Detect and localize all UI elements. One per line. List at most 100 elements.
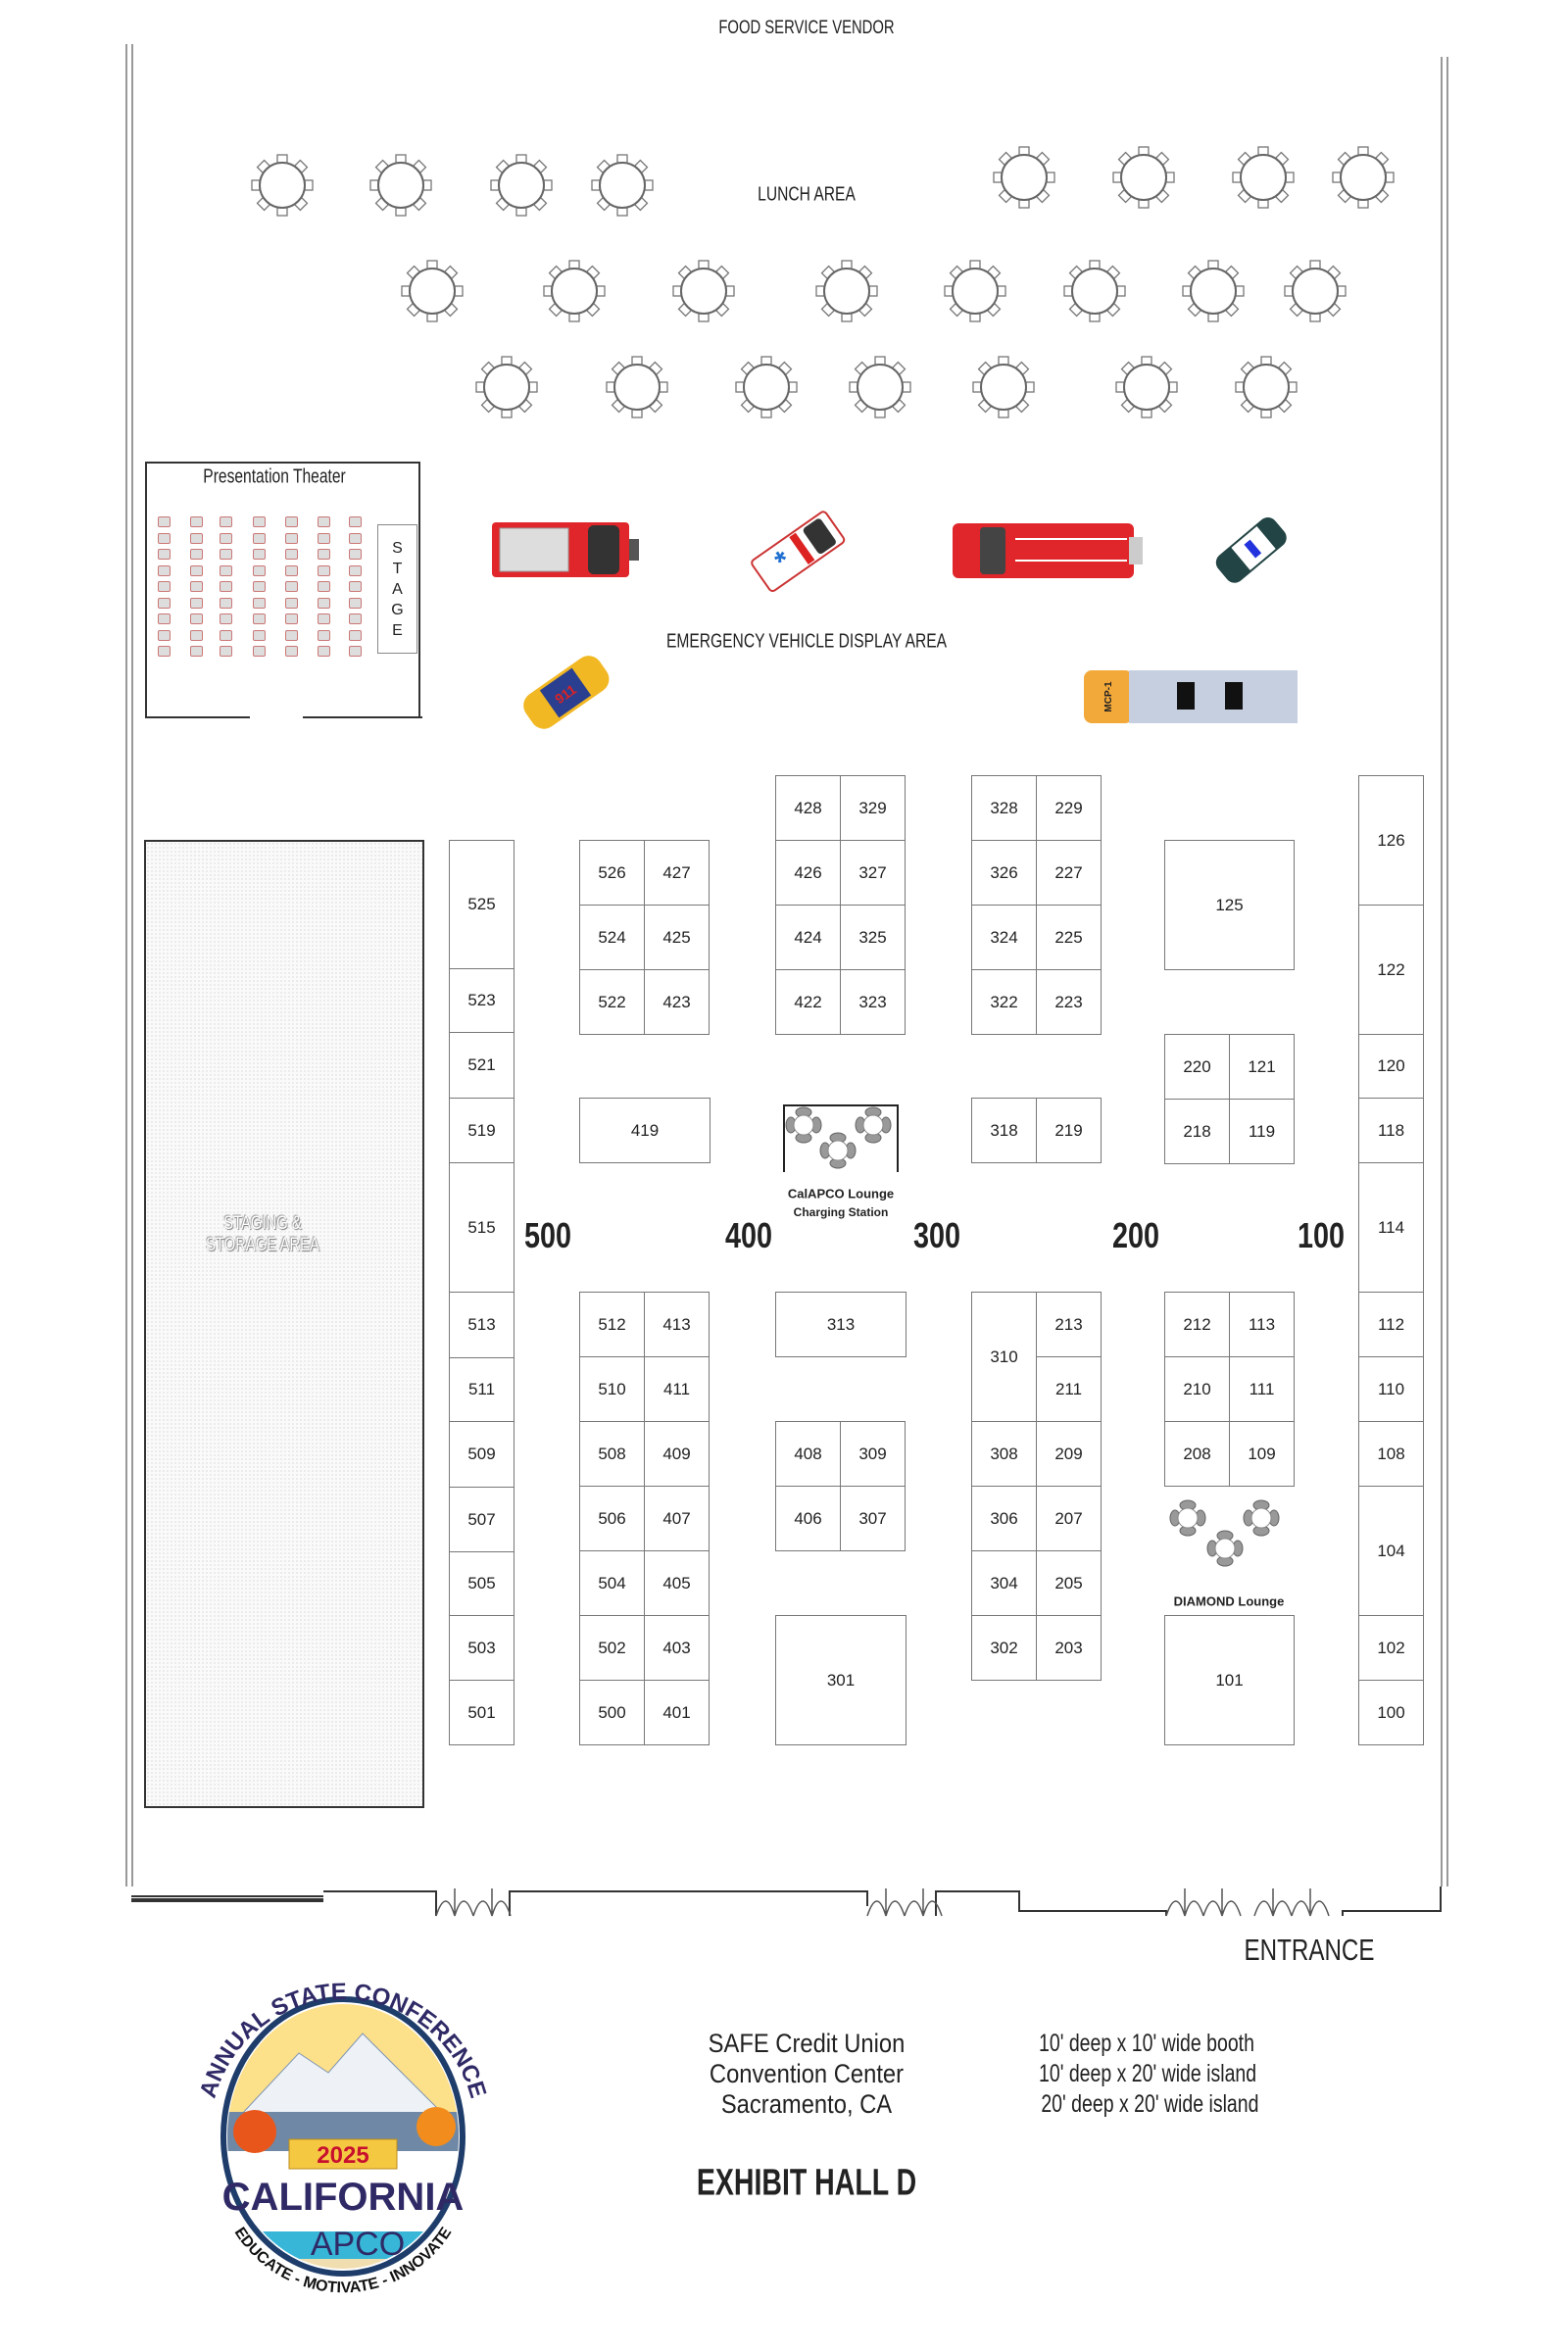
booth-number: 122 xyxy=(1377,959,1405,979)
booth-205[interactable]: 205 xyxy=(1036,1550,1102,1616)
booth-512[interactable]: 512 xyxy=(579,1292,645,1357)
booth-425[interactable]: 425 xyxy=(644,905,710,970)
booth-302[interactable]: 302 xyxy=(971,1615,1037,1681)
theater-seat xyxy=(220,629,232,641)
booth-327[interactable]: 327 xyxy=(840,840,906,906)
stage-letter: T xyxy=(392,560,403,577)
booth-207[interactable]: 207 xyxy=(1036,1486,1102,1551)
booth-424[interactable]: 424 xyxy=(775,905,841,970)
booth-500[interactable]: 500 xyxy=(579,1680,645,1745)
booth-524[interactable]: 524 xyxy=(579,905,645,970)
booth-208[interactable]: 208 xyxy=(1164,1421,1230,1487)
booth-419[interactable]: 419 xyxy=(579,1098,710,1163)
booth-407[interactable]: 407 xyxy=(644,1486,710,1551)
booth-118[interactable]: 118 xyxy=(1358,1098,1424,1163)
booth-102[interactable]: 102 xyxy=(1358,1615,1424,1681)
booth-104[interactable]: 104 xyxy=(1358,1486,1424,1616)
booth-423[interactable]: 423 xyxy=(644,969,710,1035)
booth-212[interactable]: 212 xyxy=(1164,1292,1230,1357)
booth-406[interactable]: 406 xyxy=(775,1486,841,1551)
booth-218[interactable]: 218 xyxy=(1164,1099,1230,1164)
booth-507[interactable]: 507 xyxy=(449,1487,514,1552)
booth-313[interactable]: 313 xyxy=(775,1292,906,1357)
booth-501[interactable]: 501 xyxy=(449,1680,514,1745)
booth-213[interactable]: 213 xyxy=(1036,1292,1102,1357)
booth-225[interactable]: 225 xyxy=(1036,905,1102,970)
theater-seat xyxy=(318,549,330,560)
booth-125[interactable]: 125 xyxy=(1164,840,1295,970)
booth-522[interactable]: 522 xyxy=(579,969,645,1035)
booth-229[interactable]: 229 xyxy=(1036,775,1102,841)
booth-308[interactable]: 308 xyxy=(971,1421,1037,1487)
booth-505[interactable]: 505 xyxy=(449,1551,514,1616)
booth-519[interactable]: 519 xyxy=(449,1098,514,1163)
section-300-label: 300 xyxy=(912,1215,961,1255)
booth-203[interactable]: 203 xyxy=(1036,1615,1102,1681)
booth-526[interactable]: 526 xyxy=(579,840,645,906)
booth-122[interactable]: 122 xyxy=(1358,905,1424,1035)
booth-301[interactable]: 301 xyxy=(775,1615,906,1745)
booth-309[interactable]: 309 xyxy=(840,1421,906,1487)
booth-210[interactable]: 210 xyxy=(1164,1356,1230,1422)
booth-113[interactable]: 113 xyxy=(1229,1292,1295,1357)
booth-322[interactable]: 322 xyxy=(971,969,1037,1035)
booth-405[interactable]: 405 xyxy=(644,1550,710,1616)
booth-209[interactable]: 209 xyxy=(1036,1421,1102,1487)
booth-318[interactable]: 318 xyxy=(971,1098,1037,1163)
booth-108[interactable]: 108 xyxy=(1358,1421,1424,1487)
booth-126[interactable]: 126 xyxy=(1358,775,1424,906)
booth-409[interactable]: 409 xyxy=(644,1421,710,1487)
booth-428[interactable]: 428 xyxy=(775,775,841,841)
booth-326[interactable]: 326 xyxy=(971,840,1037,906)
booth-101[interactable]: 101 xyxy=(1164,1615,1295,1745)
booth-109[interactable]: 109 xyxy=(1229,1421,1295,1487)
booth-510[interactable]: 510 xyxy=(579,1356,645,1422)
round-table-icon xyxy=(1235,356,1298,418)
booth-325[interactable]: 325 xyxy=(840,905,906,970)
booth-304[interactable]: 304 xyxy=(971,1550,1037,1616)
booth-504[interactable]: 504 xyxy=(579,1550,645,1616)
booth-227[interactable]: 227 xyxy=(1036,840,1102,906)
booth-219[interactable]: 219 xyxy=(1036,1098,1102,1163)
booth-513[interactable]: 513 xyxy=(449,1292,514,1358)
booth-306[interactable]: 306 xyxy=(971,1486,1037,1551)
booth-328[interactable]: 328 xyxy=(971,775,1037,841)
booth-408[interactable]: 408 xyxy=(775,1421,841,1487)
booth-number: 126 xyxy=(1377,830,1405,850)
booth-310[interactable]: 310 xyxy=(971,1292,1037,1422)
booth-411[interactable]: 411 xyxy=(644,1356,710,1422)
booth-211[interactable]: 211 xyxy=(1036,1356,1102,1422)
booth-number: 507 xyxy=(467,1509,496,1529)
booth-413[interactable]: 413 xyxy=(644,1292,710,1357)
booth-111[interactable]: 111 xyxy=(1229,1356,1295,1422)
booth-223[interactable]: 223 xyxy=(1036,969,1102,1035)
booth-427[interactable]: 427 xyxy=(644,840,710,906)
booth-114[interactable]: 114 xyxy=(1358,1162,1424,1293)
booth-329[interactable]: 329 xyxy=(840,775,906,841)
booth-506[interactable]: 506 xyxy=(579,1486,645,1551)
booth-426[interactable]: 426 xyxy=(775,840,841,906)
booth-120[interactable]: 120 xyxy=(1358,1034,1424,1099)
booth-403[interactable]: 403 xyxy=(644,1615,710,1681)
booth-523[interactable]: 523 xyxy=(449,968,514,1033)
booth-508[interactable]: 508 xyxy=(579,1421,645,1487)
booth-324[interactable]: 324 xyxy=(971,905,1037,970)
booth-110[interactable]: 110 xyxy=(1358,1356,1424,1422)
booth-502[interactable]: 502 xyxy=(579,1615,645,1681)
booth-119[interactable]: 119 xyxy=(1229,1099,1295,1164)
booth-323[interactable]: 323 xyxy=(840,969,906,1035)
booth-number: 213 xyxy=(1054,1314,1083,1334)
booth-515[interactable]: 515 xyxy=(449,1162,514,1293)
booth-100[interactable]: 100 xyxy=(1358,1680,1424,1745)
booth-521[interactable]: 521 xyxy=(449,1032,514,1099)
booth-121[interactable]: 121 xyxy=(1229,1034,1295,1100)
booth-220[interactable]: 220 xyxy=(1164,1034,1230,1100)
booth-503[interactable]: 503 xyxy=(449,1615,514,1681)
booth-422[interactable]: 422 xyxy=(775,969,841,1035)
booth-401[interactable]: 401 xyxy=(644,1680,710,1745)
booth-112[interactable]: 112 xyxy=(1358,1292,1424,1357)
booth-525[interactable]: 525 xyxy=(449,840,514,969)
booth-511[interactable]: 511 xyxy=(449,1357,514,1422)
booth-509[interactable]: 509 xyxy=(449,1421,514,1488)
booth-307[interactable]: 307 xyxy=(840,1486,906,1551)
